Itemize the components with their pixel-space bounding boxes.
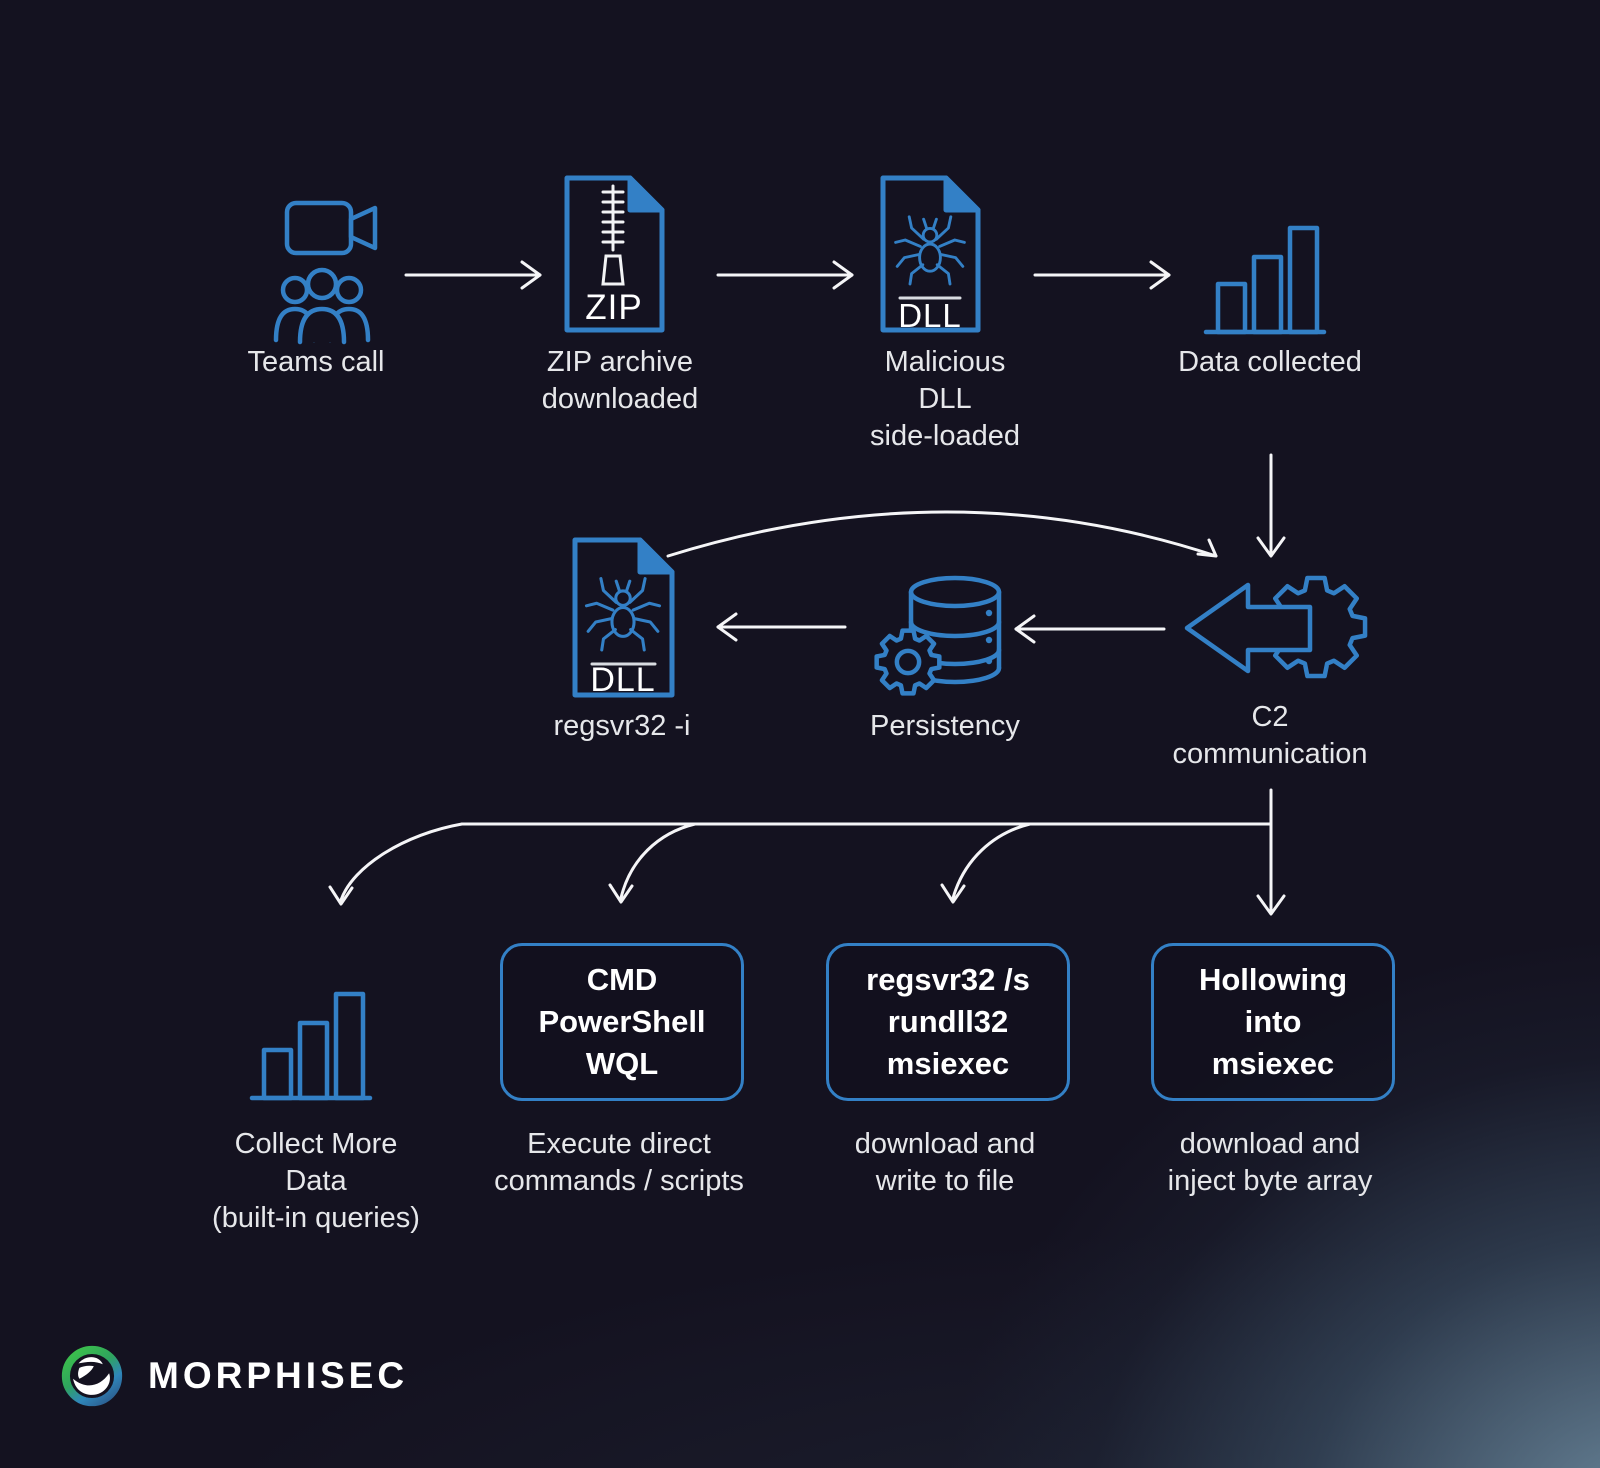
box-line: rundll32 — [887, 1004, 1009, 1039]
caption-regsvr32-i: regsvr32 -i — [452, 708, 792, 745]
box-line: WQL — [585, 1046, 659, 1081]
caption-line: ZIP archive — [546, 346, 694, 378]
gear-icon — [874, 628, 942, 696]
dll-file-icon: DLL — [572, 537, 675, 699]
caption-teams-call: Teams call — [146, 344, 486, 381]
box-line: PowerShell — [538, 1004, 706, 1039]
caption-line: download and — [1179, 1128, 1361, 1160]
caption-line: Persistency — [870, 710, 1020, 742]
box-line: into — [1244, 1004, 1302, 1039]
database-gear-icon — [874, 575, 1002, 696]
people-group-icon — [280, 275, 310, 305]
box-cmd-powershell-wql: CMD PowerShell WQL — [500, 943, 744, 1101]
spider-icon — [894, 215, 966, 286]
caption-line: communication — [1172, 738, 1368, 770]
spider-icon — [584, 577, 662, 652]
box-line: msiexec — [1211, 1046, 1335, 1081]
bar-chart-icon — [249, 991, 373, 1101]
caption-line: Collect More — [234, 1128, 398, 1160]
teams-call-icon — [273, 200, 378, 345]
caption-persistency: Persistency — [775, 708, 1115, 745]
folded-corner — [627, 175, 665, 213]
caption-collect-more-data: Collect More Data (built-in queries) — [146, 1126, 486, 1237]
malicious-dll-file-icon: DLL — [880, 175, 981, 334]
caption-line: Data collected — [1178, 346, 1362, 378]
caption-line: side-loaded — [870, 420, 1020, 452]
caption-line: downloaded — [541, 383, 699, 415]
video-camera-icon — [284, 200, 354, 256]
caption-zip-archive: ZIP archive downloaded — [450, 344, 790, 418]
zip-file-label: ZIP — [585, 288, 642, 327]
folded-corner — [943, 175, 981, 213]
arrow-dll-to-c2-arc — [666, 510, 1218, 558]
arrow-gear-icon — [1184, 575, 1368, 679]
brand-wordmark: MORPHISEC — [148, 1355, 409, 1396]
caption-line: DLL — [918, 383, 972, 415]
caption-line: Data — [285, 1165, 347, 1197]
caption-line: download and — [854, 1128, 1036, 1160]
branch-to-collect-data — [339, 822, 464, 902]
caption-malicious-dll: Malicious DLL side-loaded — [775, 344, 1115, 455]
caption-line: write to file — [875, 1165, 1015, 1197]
caption-line: regsvr32 -i — [553, 710, 691, 742]
caption-line: (built-in queries) — [212, 1202, 420, 1234]
zipper-icon — [601, 184, 625, 286]
caption-data-collected: Data collected — [1100, 344, 1440, 381]
box-line: msiexec — [886, 1046, 1010, 1081]
morphisec-logo: MORPHISEC — [56, 1340, 408, 1412]
caption-line: Execute direct — [527, 1128, 711, 1160]
caption-line: Malicious — [884, 346, 1006, 378]
dll-file-label: DLL — [590, 661, 655, 699]
caption-line: inject byte array — [1167, 1165, 1373, 1197]
caption-download-write: download and write to file — [775, 1126, 1115, 1200]
zip-file-icon: ZIP — [564, 175, 665, 333]
branch-to-cmd — [619, 822, 697, 900]
branch-to-regsvr32 — [951, 822, 1032, 900]
caption-execute-direct: Execute direct commands / scripts — [449, 1126, 789, 1200]
caption-c2-communication: C2 communication — [1100, 699, 1440, 773]
caption-download-inject: download and inject byte array — [1100, 1126, 1440, 1200]
caption-line: Teams call — [247, 346, 385, 378]
folded-corner — [637, 537, 675, 575]
dll-file-label: DLL — [898, 297, 962, 334]
box-regsvr32-rundll32-msiexec: regsvr32 /s rundll32 msiexec — [826, 943, 1070, 1101]
morphisec-logo-icon — [61, 1345, 123, 1407]
box-hollowing-msiexec: Hollowing into msiexec — [1151, 943, 1395, 1101]
caption-line: commands / scripts — [494, 1165, 744, 1197]
caption-line: C2 — [1251, 701, 1289, 733]
box-line: Hollowing — [1198, 962, 1348, 997]
bar-chart-icon — [1203, 225, 1327, 335]
left-block-arrow-icon — [1184, 582, 1313, 674]
flow-connectors — [328, 260, 1286, 916]
box-line: regsvr32 /s — [866, 962, 1030, 997]
box-line: CMD — [586, 962, 658, 997]
